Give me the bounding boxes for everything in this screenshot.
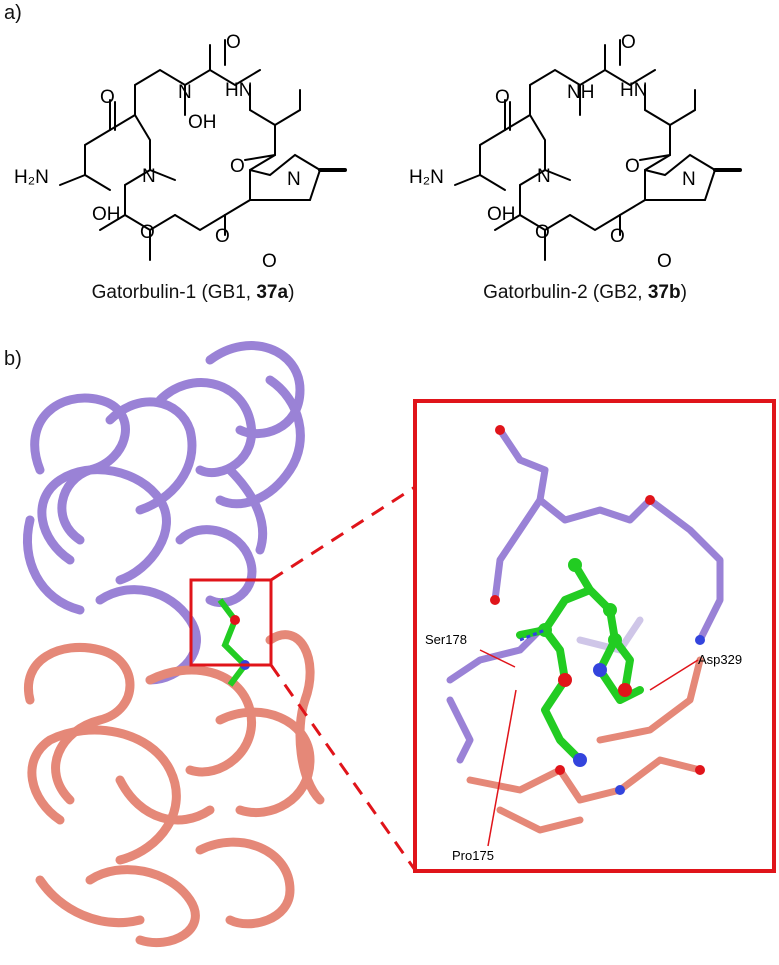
atom-label: O [610, 226, 625, 247]
arrow-asp329 [649, 659, 699, 691]
atom-label: N [178, 82, 192, 103]
label-pro175: Pro175 [452, 848, 494, 863]
inset-residue-sticks [446, 426, 724, 834]
atom-label: HN [225, 80, 252, 101]
caption-gatorbulin-1: Gatorbulin-1 (GB1, 37a) [91, 282, 295, 303]
atom-label: N [142, 166, 156, 187]
panel-a-label: a) [4, 2, 22, 24]
arrow-ser178 [479, 649, 516, 668]
label-asp329: Asp329 [698, 652, 742, 667]
protein-ribbon-top [22, 341, 305, 685]
atom-label: O [657, 251, 672, 272]
label-ser178: Ser178 [425, 632, 467, 647]
inset-atom-spheres [490, 425, 705, 795]
atom-label: O [535, 222, 550, 243]
atom-label: HN [620, 80, 647, 101]
atom-label: O [100, 87, 115, 108]
hydrogen-bond [519, 628, 546, 642]
atom-label: H₂N [409, 167, 444, 188]
structure-gatorbulin-2: H₂N OH O N NH O HN O N O O O [409, 32, 742, 272]
panel-b-label: b) [4, 348, 22, 370]
atom-label: NH [567, 82, 594, 103]
zoom-inset-panel [413, 399, 776, 873]
atom-label: O [140, 222, 155, 243]
atom-label: N [287, 169, 301, 190]
zoom-line-bottom [269, 664, 417, 871]
atom-label: O [621, 32, 636, 53]
structure-gatorbulin-1: H₂N OH O N N OH O HN O N O O O [14, 32, 347, 272]
atom-label: OH [188, 112, 217, 133]
atom-label: O [625, 156, 640, 177]
atom-label: O [495, 87, 510, 108]
atom-label: O [262, 251, 277, 272]
atom-label: N [537, 166, 551, 187]
atom-label: OH [92, 204, 121, 225]
zoom-region-box [189, 578, 273, 667]
caption-gatorbulin-2: Gatorbulin-2 (GB2, 37b) [483, 282, 687, 303]
zoom-line-top [270, 485, 416, 582]
atom-label: OH [487, 204, 516, 225]
protein-ribbon-bottom [24, 630, 325, 948]
atom-label: O [230, 156, 245, 177]
ligand-in-pocket [217, 598, 250, 687]
arrow-pro175 [487, 689, 517, 847]
atom-label: O [215, 226, 230, 247]
atom-label: H₂N [14, 167, 49, 188]
atom-label: N [682, 169, 696, 190]
atom-label: O [226, 32, 241, 53]
